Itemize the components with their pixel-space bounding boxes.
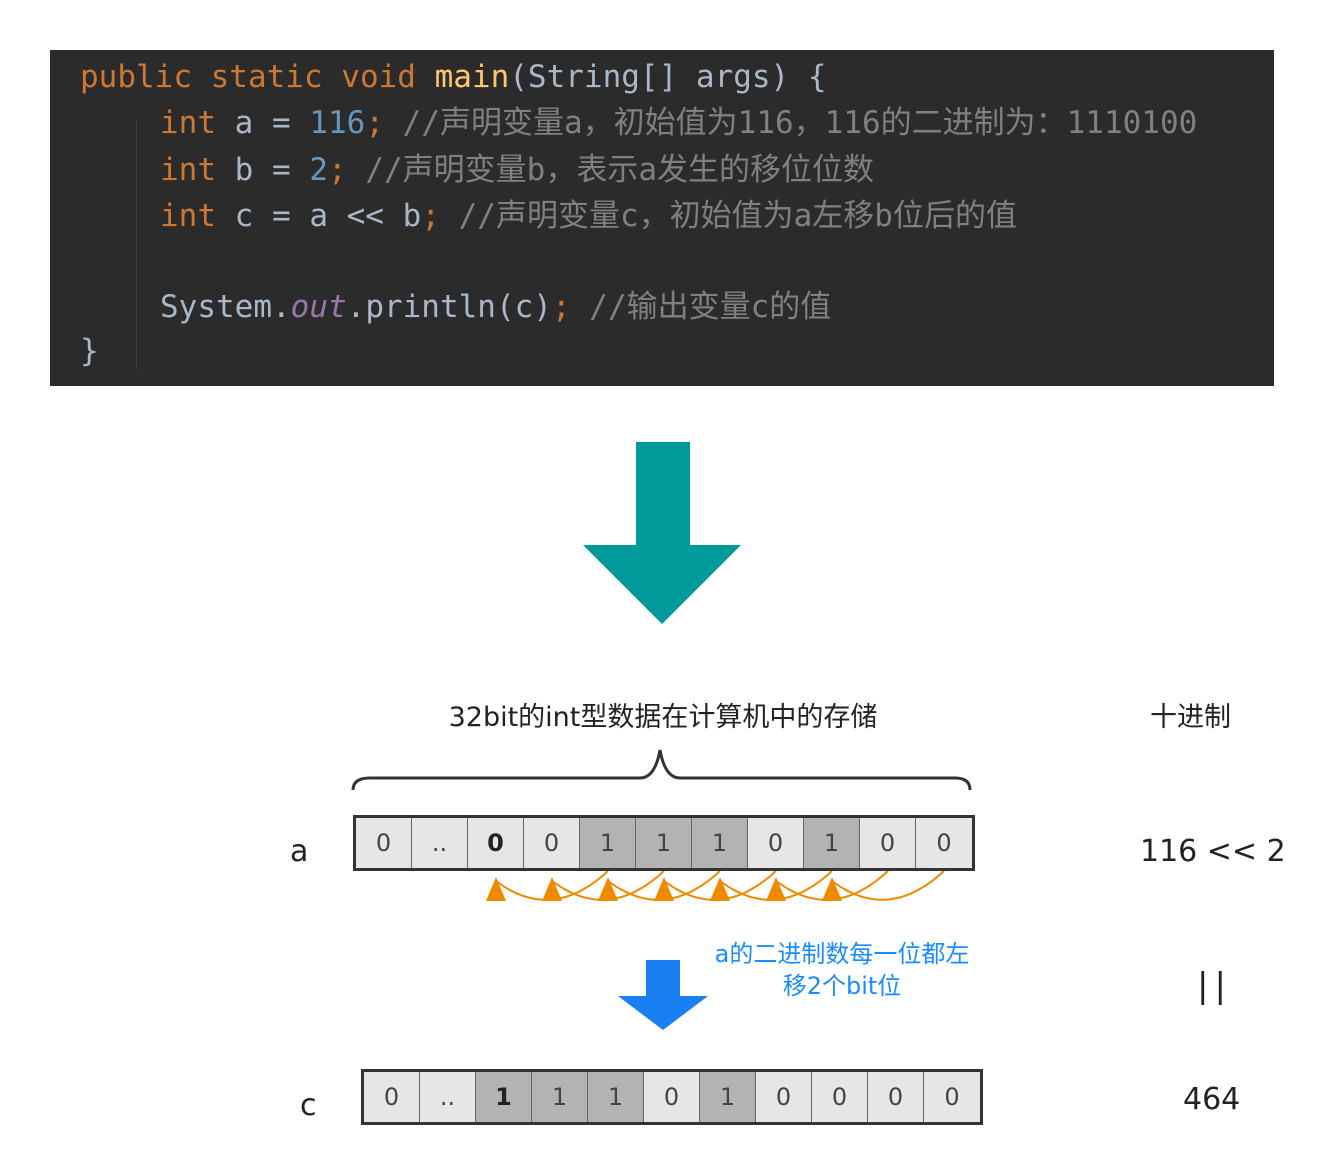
- shift-arrows: [486, 870, 945, 901]
- code-line-2: int a = 116; //声明变量a，初始值为116，116的二进制为：11…: [160, 103, 1197, 143]
- code-comment: //输出变量c的值: [570, 289, 832, 325]
- code-line-1: public static void main(String[] args) {: [80, 57, 827, 97]
- row-c-label: c: [300, 1088, 317, 1123]
- code-assign: c = a << b: [216, 198, 422, 234]
- bit-cell: 1: [580, 818, 636, 868]
- code-comment: //声明变量b，表示a发生的移位位数: [346, 152, 874, 188]
- bit-cell: 0: [644, 1072, 700, 1122]
- code-line-3: int b = 2; //声明变量b，表示a发生的移位位数: [160, 150, 874, 190]
- code-semicolon: ;: [551, 289, 571, 325]
- arrowhead-icon: [598, 877, 618, 901]
- arrowhead-icon: [710, 877, 730, 901]
- curly-brace: [351, 749, 972, 791]
- code-comment: //声明变量a，初始值为116，116的二进制为：1110100: [384, 105, 1198, 141]
- code-assign: b =: [216, 152, 310, 188]
- bit-cell: ..: [412, 818, 468, 868]
- arrowhead-icon: [654, 877, 674, 901]
- bit-cell: 1: [476, 1072, 532, 1122]
- bit-cell: 0: [812, 1072, 868, 1122]
- bit-cell: 0: [468, 818, 524, 868]
- code-semicolon: ;: [328, 152, 347, 188]
- bit-cell: 1: [692, 818, 748, 868]
- shift-note-line-1: a的二进制数每一位都左: [714, 940, 970, 968]
- bit-cell: 0: [364, 1072, 420, 1122]
- small-down-arrow-icon: [618, 960, 708, 1030]
- code-line-4: int c = a << b; //声明变量c，初始值为a左移b位后的值: [160, 196, 1017, 236]
- bit-cell: 0: [916, 818, 972, 868]
- arrowhead-icon: [486, 877, 506, 901]
- code-method-name: main: [434, 59, 510, 95]
- code-assign: a =: [216, 105, 310, 141]
- bit-cell: 1: [588, 1072, 644, 1122]
- bit-cell: 0: [756, 1072, 812, 1122]
- code-number: 2: [309, 152, 328, 188]
- bit-cell: 0: [524, 818, 580, 868]
- code-type: int: [160, 105, 216, 141]
- bit-cell: 1: [700, 1072, 756, 1122]
- bit-cell: ..: [420, 1072, 476, 1122]
- indent-guide: [136, 120, 137, 370]
- code-semicolon: ;: [421, 198, 440, 234]
- arrowhead-icon: [822, 877, 842, 901]
- row-c-decimal: 464: [1183, 1082, 1241, 1117]
- equals-sign: ||: [1197, 966, 1232, 1006]
- code-line-5: System.out.println(c); //输出变量c的值: [160, 287, 831, 327]
- bit-cell: 1: [804, 818, 860, 868]
- code-type: int: [160, 198, 216, 234]
- shift-arc: [831, 870, 945, 901]
- row-a-label: a: [290, 834, 309, 869]
- bit-cell: 0: [868, 1072, 924, 1122]
- bit-cell: 1: [636, 818, 692, 868]
- shift-note: a的二进制数每一位都左 移2个bit位: [700, 938, 984, 1002]
- bit-cell: 0: [748, 818, 804, 868]
- bit-cell: 0: [356, 818, 412, 868]
- storage-title: 32bit的int型数据在计算机中的存储: [448, 702, 878, 733]
- code-panel: public static void main(String[] args) {…: [50, 50, 1274, 386]
- bit-cell: 0: [860, 818, 916, 868]
- code-class: System.: [160, 289, 291, 325]
- bit-cell: 0: [924, 1072, 980, 1122]
- code-line-6: }: [80, 333, 99, 369]
- arrowhead-icon: [542, 877, 562, 901]
- code-type: int: [160, 152, 216, 188]
- arrowhead-icon: [766, 877, 786, 901]
- code-number: 116: [309, 105, 366, 141]
- big-down-arrow-icon: [583, 442, 741, 624]
- code-field: out: [290, 289, 347, 325]
- code-semicolon: ;: [365, 105, 384, 141]
- row-a-decimal: 116 << 2: [1140, 834, 1286, 869]
- code-call: .println(c): [346, 289, 552, 325]
- code-comment: //声明变量c，初始值为a左移b位后的值: [439, 198, 1017, 234]
- bit-cell: 1: [532, 1072, 588, 1122]
- code-keywords: public static void: [80, 59, 435, 95]
- decimal-header: 十进制: [1150, 702, 1231, 733]
- shift-note-line-2: 移2个bit位: [782, 972, 902, 1000]
- code-signature: (String[] args) {: [509, 59, 827, 95]
